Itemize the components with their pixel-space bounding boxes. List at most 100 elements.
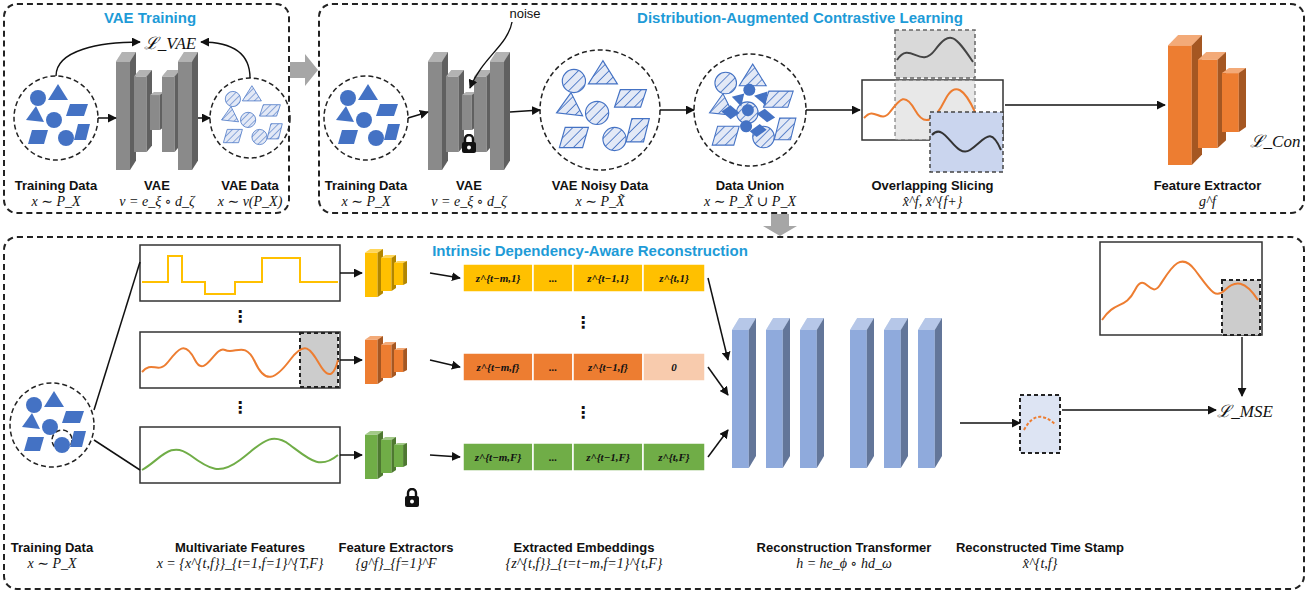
caption-text: VAE Noisy Data: [552, 178, 649, 194]
data-circles-part: [540, 50, 660, 170]
multivariate-series-part: [142, 348, 338, 377]
node-caption: Extracted Embeddings{z^{t,f}}_{t=t−m,f=1…: [506, 540, 663, 572]
node-caption: Feature Extractorg^f: [1154, 178, 1262, 210]
caption-text: Overlapping Slicing: [871, 178, 993, 194]
annotation-label: ℒ_Con: [1250, 129, 1301, 152]
annotation-label: ...: [549, 451, 557, 463]
vae-network-part: [162, 70, 180, 152]
multivariate-series-part: [1020, 395, 1060, 453]
math-formula: g^f: [1154, 194, 1262, 210]
feature-extractor-part-part: [1222, 68, 1246, 132]
vae-network-part: [446, 70, 464, 152]
component-node: Feature Extractors{g^f}_{f=1}^F: [362, 246, 430, 482]
component-node: VAE Noisy Datax ∼ P_X̃: [540, 50, 660, 170]
annotation-label: z^{t,F}: [658, 451, 689, 463]
embedding-cells-part-part: [573, 443, 643, 471]
loss-arrows-part: [56, 42, 140, 76]
connector: [98, 118, 116, 119]
node-caption: Overlapping Slicingx̂^f, x̂^{f+}: [871, 178, 993, 210]
component-node: Multivariate Featuresx = {x^{t,f}}_{t=1,…: [140, 245, 340, 483]
math-formula: x ∼ v(P_X): [218, 194, 283, 210]
vae-network-part: [134, 70, 152, 152]
time-series-slices-part: [897, 38, 973, 62]
multivariate-series-part: [142, 439, 338, 470]
loss-arrows: [56, 22, 1242, 410]
embedding-cells-part-part: [643, 353, 705, 381]
connector-line: [510, 110, 540, 112]
data-shapes-part: [710, 64, 796, 148]
loss-arrows-part: [1062, 409, 1216, 410]
annotation-label: ⋮: [575, 403, 591, 422]
node-caption: VAE Datax ∼ v(P_X): [218, 178, 283, 210]
data-circles-part: [324, 76, 408, 160]
caption-text: VAE: [431, 178, 506, 194]
vae-network-part: [462, 92, 476, 130]
node-caption: Training Datax ∼ P_X: [11, 540, 93, 572]
stage-arrow: [290, 54, 318, 86]
feature-extractor-part: [365, 431, 407, 479]
transformer-blocks-part: [732, 318, 756, 468]
transformer-blocks-part: [850, 318, 874, 468]
caption-text: Reconstruction Transformer: [757, 540, 932, 556]
math-formula: x̂^{t,f}: [956, 556, 1124, 572]
component-node: Training Datax ∼ P_X: [14, 76, 98, 160]
component-node: Training Datax ∼ P_X: [10, 383, 94, 467]
data-shapes-part: [222, 86, 283, 145]
vae-network-part: [116, 52, 136, 170]
connector: [290, 54, 318, 86]
embedding-cells-part-part: [463, 264, 533, 292]
time-series-slices-part: [932, 132, 1001, 152]
component-node: Data Unionx ∼ P_X̃ ∪ P_X: [694, 54, 806, 166]
embedding-cells-part-part: [533, 353, 573, 381]
component-node: Reconstruction Transformerh = he_ϕ ∘ hd_…: [728, 315, 960, 475]
annotation-label: z^{t−m,1}: [476, 272, 521, 284]
connector: [763, 214, 797, 236]
vae-network-part: [428, 52, 448, 170]
connector-line: [430, 360, 460, 367]
annotation-label: z^{t−1,f}: [588, 361, 628, 373]
stage-panel: Intrinsic Dependency-Aware Reconstructio…: [3, 236, 1305, 590]
embedding-cells-part: [463, 353, 705, 381]
annotation-label: noise: [509, 6, 540, 21]
embedding-cells-part-part: [533, 443, 573, 471]
embedding-cells-part-part: [643, 443, 705, 471]
math-formula: {g^f}_{f=1}^F: [339, 556, 454, 572]
component-node: VAEv = e_ξ ∘ d_ζ: [428, 52, 510, 170]
time-series-slices-part: [930, 112, 1003, 172]
node-caption: Reconstruction Transformerh = he_ϕ ∘ hd_…: [757, 540, 932, 572]
embedding-cells-part-part: [463, 443, 533, 471]
panel-title: Intrinsic Dependency-Aware Reconstructio…: [432, 242, 748, 259]
connector-line: [408, 112, 428, 118]
caption-text: Training Data: [11, 540, 93, 556]
feature-extractor-part-part: [394, 348, 407, 372]
connector: [660, 110, 694, 111]
embedding-cells-part-part: [573, 264, 643, 292]
multivariate-series-part: [140, 245, 340, 301]
multivariate-series-part: [1100, 242, 1262, 335]
caption-text: Reconstructed Time Stamp: [956, 540, 1124, 556]
loss-arrows-part: [1241, 337, 1242, 396]
embedding-cells-part-part: [643, 264, 705, 292]
annotation-label: z^{t,1}: [659, 272, 689, 284]
math-formula: v = e_ξ ∘ d_ζ: [431, 194, 506, 210]
caption-text: Training Data: [15, 178, 97, 194]
component-node: VAE Datax ∼ v(P_X): [210, 78, 290, 158]
component-node: Feature Extractorg^f: [1165, 35, 1250, 165]
annotation-label: z^{t−1,F}: [586, 451, 630, 463]
annotation-label: z^{t−1,1}: [587, 272, 629, 284]
data-circles-part: [210, 78, 290, 158]
node-caption: VAEv = e_ξ ∘ d_ζ: [431, 178, 506, 210]
data-circles: [10, 50, 806, 467]
feature-extractor-part-part: [1168, 35, 1202, 165]
node-caption: Reconstructed Time Stampx̂^{t,f}: [956, 540, 1124, 572]
connector-line: [430, 273, 460, 278]
connector-line: [340, 454, 362, 456]
connector-line: [708, 278, 728, 360]
connector-line: [960, 422, 1020, 424]
connector-line: [94, 440, 140, 470]
transformer-blocks-part: [800, 318, 824, 468]
caption-text: Training Data: [325, 178, 407, 194]
feature-extractor-part-part: [394, 261, 407, 285]
annotation-label: z^{t−m,F}: [475, 451, 522, 463]
